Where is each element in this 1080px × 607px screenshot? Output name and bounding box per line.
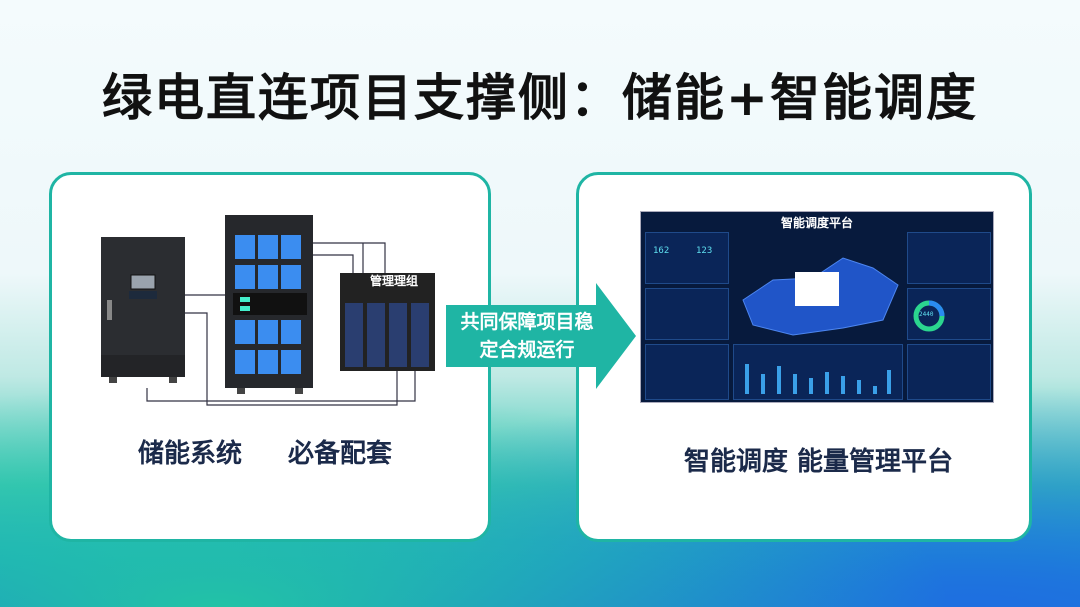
page-title: 绿电直连项目支撑侧：储能+智能调度 bbox=[102, 69, 978, 127]
arrow-text-line-1: 共同保障项目稳 bbox=[460, 311, 594, 333]
connection-lines bbox=[146, 242, 416, 406]
dashboard-screenshot: 智能调度平台 162 123 2440 bbox=[640, 211, 994, 403]
inverter-cabinet-icon bbox=[101, 237, 185, 383]
battery-rack-icon bbox=[225, 215, 313, 394]
bms-cabinet-icon bbox=[340, 273, 435, 371]
energy-storage-illustration bbox=[101, 215, 435, 406]
bms-label: 管理理组 bbox=[370, 274, 419, 288]
stat-1: 162 bbox=[653, 246, 670, 256]
arrow-text-line-2: 定合规运行 bbox=[479, 339, 575, 361]
map-icon bbox=[742, 257, 899, 336]
dashboard-title: 智能调度平台 bbox=[780, 216, 853, 230]
caption-storage-system: 储能系统 bbox=[138, 439, 243, 469]
caption-required: 必备配套 bbox=[288, 439, 393, 469]
donut-chart bbox=[913, 300, 945, 332]
stat-2: 123 bbox=[696, 246, 713, 256]
arrow-text: 共同保障项目稳 定合规运行 bbox=[452, 308, 602, 364]
caption-platform: 智能调度 能量管理平台 bbox=[684, 447, 954, 477]
arrow-icon bbox=[446, 283, 636, 389]
bar-chart bbox=[745, 364, 891, 394]
donut-value: 2440 bbox=[919, 311, 934, 318]
